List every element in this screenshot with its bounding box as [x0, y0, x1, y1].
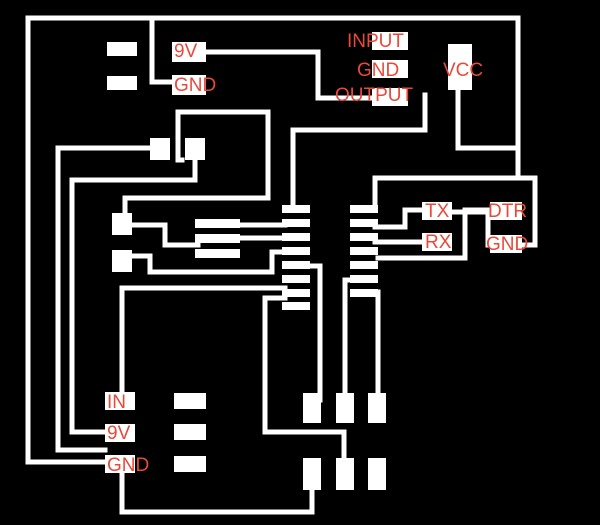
chip-pin-r7 [350, 289, 378, 297]
chip-pin-l4 [282, 247, 310, 255]
label-gnd-sensor: GND [357, 60, 400, 81]
chip-pin-l6 [282, 275, 310, 283]
trace-res-2 [127, 249, 288, 275]
pads [107, 42, 472, 490]
pad-jumper-3 [368, 393, 386, 423]
label-gnd-reg: GND [107, 455, 150, 476]
chip-pin-r6 [350, 275, 378, 283]
traces [25, 15, 538, 515]
trace-gnd-ftdi [375, 175, 538, 261]
chip-pin-r5 [350, 261, 378, 269]
chip-pin-l3 [282, 233, 310, 241]
label-gnd-top: GND [174, 75, 217, 96]
label-gnd-ftdi: GND [486, 234, 529, 255]
pad-jumper-6 [368, 458, 386, 490]
pad-sq-2 [185, 138, 205, 160]
chip-pin-r3 [350, 233, 378, 241]
chip-pin-l7 [282, 289, 310, 297]
label-tx: TX [425, 201, 450, 222]
chip-pin-r2 [350, 219, 378, 227]
pad-reg-3 [174, 456, 206, 472]
label-output: OUTPUT [335, 85, 414, 106]
label-pads [105, 32, 522, 473]
trace-chip-bottom-1 [262, 295, 347, 473]
pad-jumper-4 [303, 458, 321, 490]
trace-gnd-bottom [119, 467, 315, 515]
pad-sq-1 [150, 138, 170, 160]
chip-pin-l2 [282, 219, 310, 227]
chip-pin-l1 [282, 205, 310, 213]
label-in-reg: IN [107, 392, 126, 413]
pad-sq-4 [112, 250, 132, 272]
label-input: INPUT [347, 31, 404, 52]
pad-header-2 [107, 76, 137, 90]
pad-sq-3 [112, 213, 132, 235]
pad-jumper-2 [336, 393, 354, 423]
pad-gnd-top [172, 75, 206, 95]
label-vcc: VCC [443, 60, 484, 81]
pad-gnd-sensor [372, 60, 408, 78]
pad-gnd-reg [105, 455, 135, 473]
trace-gnd-top [175, 109, 185, 163]
trace-left-3 [69, 177, 108, 435]
trace-9v-header [149, 17, 178, 85]
trace-tx [372, 207, 433, 230]
pad-dtr [490, 202, 522, 220]
pad-output [372, 88, 408, 106]
pad-reg-1 [174, 393, 206, 409]
pad-sensor-vcc [448, 44, 472, 90]
pad-9v-top [172, 42, 206, 62]
pad-jumper-5 [336, 458, 354, 490]
trace-gnd-route [122, 109, 271, 225]
pad-gnd-ftdi [490, 235, 522, 253]
pad-jumper-1 [303, 393, 321, 423]
label-rx: RX [425, 232, 452, 253]
chip-pin-l5 [282, 261, 310, 269]
label-9v-reg: 9V [107, 423, 131, 444]
pad-header-1 [107, 42, 137, 56]
pad-res-3 [195, 249, 240, 258]
trace-9v-top [175, 49, 375, 101]
pad-reg-2 [174, 424, 206, 440]
pad-in-reg [105, 392, 135, 410]
trace-res-1 [122, 222, 201, 248]
pad-input [372, 32, 408, 50]
chip-pin-r4 [350, 247, 378, 255]
pad-res-1 [195, 219, 240, 228]
chip-pin-l8 [282, 302, 310, 310]
label-9v-top: 9V [174, 41, 198, 62]
trace-left-1 [55, 145, 108, 453]
pad-9v-reg [105, 424, 135, 442]
chip-pin-r1 [350, 205, 378, 213]
trace-chip-bottom-2 [305, 263, 323, 403]
trace-vcc [455, 87, 521, 151]
pad-rx [422, 233, 452, 251]
trace-in [119, 285, 288, 403]
trace-left-rail [25, 15, 125, 465]
label-dtr: DTR [488, 201, 528, 222]
trace-sensor [290, 92, 428, 213]
pad-tx [422, 202, 452, 220]
pad-res-2 [195, 234, 240, 243]
